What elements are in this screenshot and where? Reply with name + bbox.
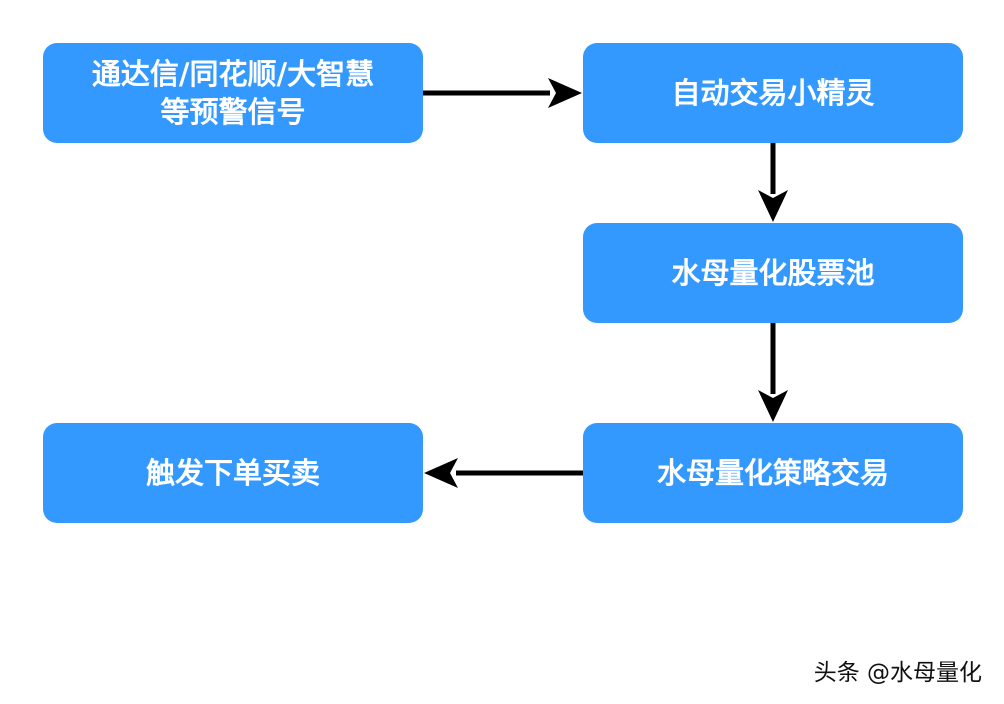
node-strategy-trading: 水母量化策略交易 — [583, 423, 963, 523]
node-warning-signals-line1: 通达信/同花顺/大智慧 — [91, 57, 375, 91]
arrow-sprite-to-pool — [758, 143, 788, 222]
watermark: 头条 @水母量化 — [813, 660, 982, 686]
node-stock-pool-label: 水母量化股票池 — [671, 256, 875, 290]
node-stock-pool: 水母量化股票池 — [583, 223, 963, 323]
node-auto-trade-sprite: 自动交易小精灵 — [583, 43, 963, 143]
arrow-signals-to-sprite — [423, 78, 582, 108]
arrow-strategy-to-order — [424, 458, 583, 488]
node-warning-signals: 通达信/同花顺/大智慧 等预警信号 — [43, 43, 423, 143]
node-strategy-trading-label: 水母量化策略交易 — [656, 456, 889, 490]
node-warning-signals-line2: 等预警信号 — [160, 95, 306, 129]
node-auto-trade-sprite-label: 自动交易小精灵 — [671, 76, 875, 110]
node-trigger-order-label: 触发下单买卖 — [145, 456, 320, 490]
arrow-pool-to-strategy — [758, 323, 788, 422]
node-trigger-order: 触发下单买卖 — [43, 423, 423, 523]
